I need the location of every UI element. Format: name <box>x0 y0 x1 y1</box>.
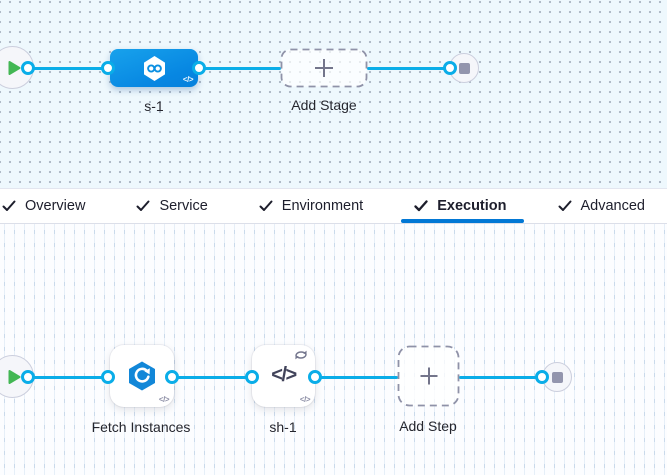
add-step-label: Add Step <box>399 418 457 434</box>
shell-script-icon: </> <box>271 364 297 386</box>
connector-port <box>308 370 322 384</box>
step-label-sh1: sh-1 <box>269 419 297 435</box>
tab-label: Environment <box>281 198 364 214</box>
execution-start-node <box>0 355 34 398</box>
tab-label: Execution <box>437 198 507 214</box>
stage-node-s1[interactable]: </> <box>110 49 198 87</box>
checkmark-icon <box>2 200 16 212</box>
connector-line <box>28 376 109 379</box>
connector-line <box>367 67 451 70</box>
connector-port <box>443 61 457 75</box>
connector-line <box>198 67 281 70</box>
connector-port <box>535 370 549 384</box>
tab-environment[interactable]: Environment <box>259 189 363 223</box>
checkmark-icon <box>414 200 428 212</box>
connector-line <box>315 376 398 379</box>
connector-line <box>28 67 109 70</box>
step-label-fetch-instances: Fetch Instances <box>91 419 191 435</box>
stage-label: s-1 <box>144 98 164 114</box>
add-step-button[interactable] <box>397 345 460 407</box>
step-node-sh1[interactable]: </> </> <box>252 345 315 407</box>
tab-advanced[interactable]: Advanced <box>558 189 646 223</box>
tab-overview[interactable]: Overview <box>2 189 85 223</box>
connector-port <box>101 61 115 75</box>
plus-icon <box>313 57 335 79</box>
connector-line <box>459 376 543 379</box>
fetch-instances-icon <box>127 360 157 392</box>
connector-port <box>21 370 35 384</box>
stop-icon <box>551 371 563 383</box>
tab-execution[interactable]: Execution <box>401 189 524 223</box>
deploy-stage-hexagon-icon <box>142 55 167 82</box>
connector-port <box>21 61 35 75</box>
connector-port <box>101 370 115 384</box>
code-mini-icon: </> <box>158 395 170 404</box>
play-icon <box>8 369 21 384</box>
add-stage-button[interactable] <box>280 48 368 88</box>
connector-port <box>192 61 206 75</box>
plus-icon <box>419 366 439 386</box>
connector-line <box>172 376 253 379</box>
checkmark-icon <box>259 200 273 212</box>
checkmark-icon <box>136 200 150 212</box>
code-mini-icon: </> <box>299 395 311 404</box>
tab-service[interactable]: Service <box>136 189 208 223</box>
checkmark-icon <box>558 200 572 212</box>
connector-port <box>165 370 179 384</box>
tab-label: Advanced <box>580 198 646 214</box>
code-mini-icon: </> <box>182 75 194 84</box>
tab-label: Service <box>159 198 208 214</box>
play-icon <box>8 60 21 75</box>
step-node-fetch-instances[interactable]: </> <box>110 345 174 407</box>
stage-graph-canvas[interactable] <box>0 0 667 188</box>
connector-port <box>245 370 259 384</box>
loop-strategy-icon <box>293 349 309 361</box>
stage-config-tabbar: Overview Service Environment Execution A… <box>0 188 667 224</box>
stop-icon <box>458 62 470 74</box>
execution-graph-canvas[interactable] <box>0 224 667 475</box>
tab-label: Overview <box>25 198 86 214</box>
add-stage-label: Add Stage <box>291 97 357 113</box>
